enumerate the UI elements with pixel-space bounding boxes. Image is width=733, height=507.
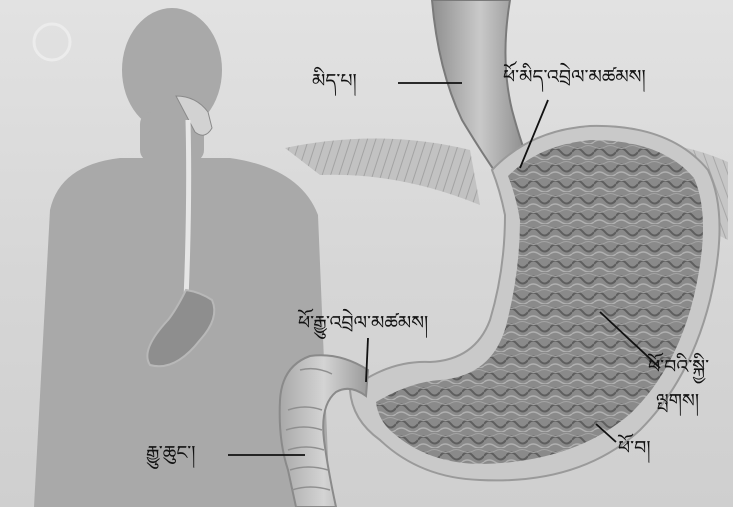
label-stomach-lining-line2: ལྤགས།: [656, 390, 699, 413]
label-upper-sphincter: ཕོ་མིད་འབྲེལ་མཚམས།: [503, 66, 646, 89]
diaphragm-left: [285, 138, 480, 205]
duodenum-shape: [280, 355, 368, 507]
label-stomach: ཕོ་བ།: [618, 437, 651, 460]
label-stomach-lining-line1: ཕོ་བའི་སྐྱི་: [648, 356, 709, 379]
label-lower-sphincter: ཕོ་རྒྱུ་འབྲེལ་མཚམས།: [298, 312, 428, 335]
corner-mark: [34, 24, 70, 60]
label-esophagus: མིད་པ།: [312, 70, 357, 93]
label-duodenum: རྒྱུ་ཆུང་།: [146, 442, 196, 465]
